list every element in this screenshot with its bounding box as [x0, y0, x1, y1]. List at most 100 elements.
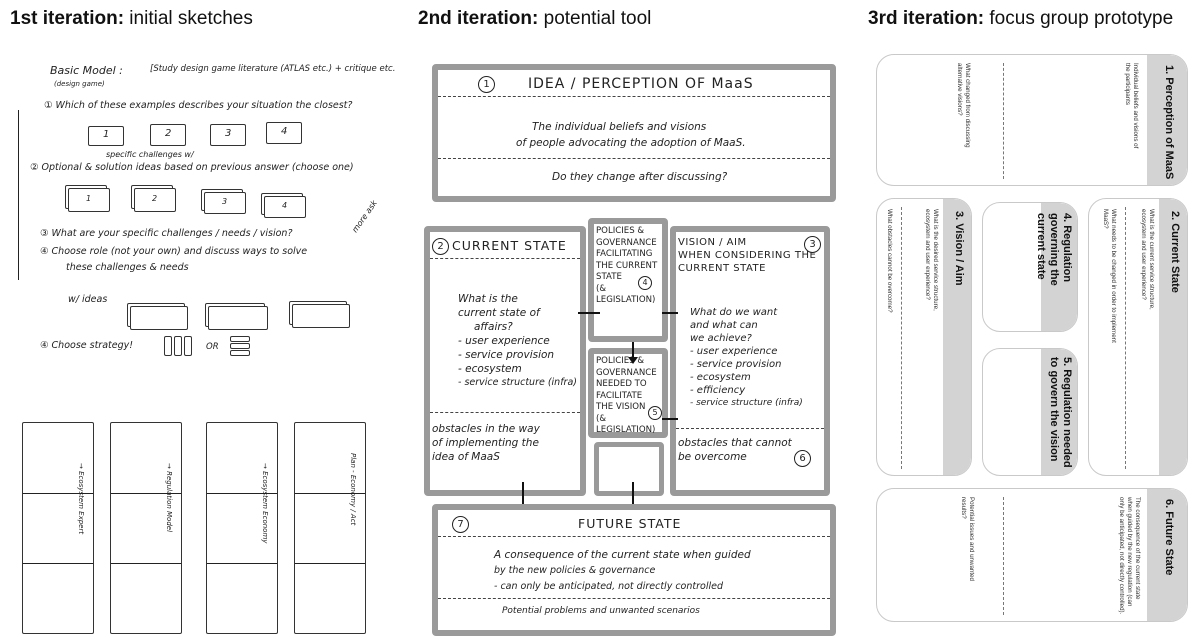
tool-policies-current-line: POLICIES & [596, 226, 645, 236]
tool-current-line: - service provision [458, 349, 555, 361]
header-iteration-2-bold: 2nd iteration: [418, 8, 539, 29]
tool-vision-line: - service structure (infra) [690, 398, 803, 408]
tool-future-state-divider-top [438, 536, 830, 537]
prototype-card-vision-divider [901, 207, 902, 469]
sketch-example-box-4: 4 [266, 122, 302, 144]
sketch-strategy-row [230, 336, 250, 342]
prototype-card-perception-q1: Individual beliefs and visions of the pa… [1124, 63, 1139, 149]
sketch-example-box-3: 3 [210, 124, 246, 146]
sketch-step-2a: specific challenges w/ [106, 150, 194, 159]
sketch-card-stack-3: 3 [204, 192, 246, 214]
sketch-idea-stack-1 [130, 306, 188, 330]
tool-current-obstacle-line: obstacles in the way [432, 423, 540, 435]
sketch-strip-divider [295, 493, 365, 495]
sketch-card-stack-label: 3 [222, 197, 228, 206]
sketch-strip-label: → Ecosystem Expert [77, 463, 85, 535]
prototype-panel: 1. Perception of MaaS Individual beliefs… [870, 50, 1192, 636]
prototype-card-current-state-divider [1125, 207, 1126, 469]
tool-current-state-number: 2 [432, 238, 449, 255]
prototype-card-current-state-q1: What is the current service structure, e… [1140, 209, 1155, 310]
sketch-card-stack-label: 2 [152, 194, 158, 203]
sketch-strip-divider [111, 563, 181, 565]
tool-vision-obstacle-line: be overcome [678, 451, 747, 463]
sketch-strip-label: Plan - Economy / Act [349, 453, 357, 526]
header-iteration-1-bold: 1st iteration: [10, 8, 125, 29]
sketch-card-stack-1: 1 [68, 188, 110, 212]
sketch-card-stack-label: 1 [86, 194, 92, 203]
sketch-strip-1: → Ecosystem Expert [22, 422, 94, 634]
tool-arrow-policies-down [628, 342, 638, 364]
tool-current-state-obstacle-divider [430, 412, 580, 413]
sketch-strategy-bar [164, 336, 172, 356]
tool-current-line: - ecosystem [458, 363, 522, 375]
prototype-card-current-state-tab [1159, 199, 1187, 475]
tool-future-state-title: FUTURE STATE [578, 516, 682, 531]
prototype-card-regulation-current-title: 4. Regulation governing the current stat… [1035, 213, 1073, 286]
prototype-card-perception-tab [1147, 55, 1187, 185]
tool-vision-obstacle-number: 6 [794, 450, 811, 467]
prototype-card-vision-tab [943, 199, 971, 475]
tool-idea-box: 1 IDEA / PERCEPTION OF MaaS The individu… [432, 64, 836, 202]
tool-vision-box: VISION / AIM WHEN CONSIDERING THE CURREN… [670, 226, 830, 496]
prototype-card-vision-title: 3. Vision / Aim [953, 211, 965, 286]
tool-future-state-box: 7 FUTURE STATE A consequence of the curr… [432, 504, 836, 636]
tool-current-state-title: CURRENT STATE [452, 238, 567, 253]
sketch-note: [Study design game literature (ATLAS etc… [150, 64, 396, 74]
tool-idea-title: IDEA / PERCEPTION OF MaaS [528, 76, 754, 92]
prototype-card-future-state-divider [1003, 497, 1004, 615]
header-iteration-3: 3rd iteration: focus group prototype [868, 8, 1173, 30]
tool-current-state-obstacles: obstacles in the way of implementing the… [432, 422, 582, 464]
tool-current-obstacle-line: of implementing the [432, 437, 539, 449]
tool-connector-current-policies [578, 312, 600, 314]
prototype-card-current-state-title: 2. Current State [1169, 211, 1181, 293]
tool-policies-current-line: (& LEGISLATION) [596, 283, 656, 306]
prototype-card-perception-divider [1003, 63, 1004, 179]
prototype-card-current-state: 2. Current State What is the current ser… [1088, 198, 1188, 476]
tool-vision-title: VISION / AIM WHEN CONSIDERING THE CURREN… [678, 236, 816, 275]
tool-future-state-divider-bottom [438, 598, 830, 599]
sketch-strategy-row [230, 350, 250, 356]
sketch-example-box-1: 1 [88, 126, 124, 146]
prototype-card-vision: 3. Vision / Aim What is the desired serv… [876, 198, 972, 476]
sketch-step-5: ④ Choose strategy! [40, 340, 134, 351]
sketch-strip-divider [207, 493, 277, 495]
tool-vision-line: we achieve? [690, 333, 752, 344]
header-iteration-2-text: potential tool [538, 8, 652, 29]
tool-current-line: - service structure (infra) [458, 377, 577, 388]
tool-policies-needed-line: FACILITATE [596, 390, 643, 401]
tool-current-line: current state of [458, 307, 540, 319]
header-iteration-2: 2nd iteration: potential tool [418, 8, 651, 30]
prototype-card-regulation-needed-title: 5. Regulation needed to govern the visio… [1048, 357, 1073, 468]
tool-vision-obstacles: obstacles that cannot be overcome [678, 436, 828, 464]
header-iteration-3-bold: 3rd iteration: [868, 8, 985, 29]
header-iteration-3-text: focus group prototype [984, 8, 1174, 29]
tool-vision-lines: What do we want and what can we achieve?… [690, 306, 830, 410]
tool-vision-line: - efficiency [690, 385, 746, 396]
tool-vision-line: - ecosystem [690, 372, 751, 383]
tool-idea-divider-top [438, 96, 830, 97]
sketch-side-note: more ask [350, 198, 379, 235]
prototype-card-future-state-title: 6. Future State [1163, 499, 1175, 576]
tool-idea-line-1: The individual beliefs and visions [532, 121, 707, 133]
header-iteration-1: 1st iteration: initial sketches [10, 8, 253, 30]
sketch-example-box-label: 3 [225, 128, 232, 139]
tool-policies-needed-line: (& LEGISLATION) [596, 413, 656, 436]
tool-current-line: affairs? [474, 321, 513, 333]
tool-policies-needed-line: POLICIES & [596, 356, 645, 366]
tool-future-state-number: 7 [452, 516, 469, 533]
prototype-card-regulation-needed: 5. Regulation needed to govern the visio… [982, 348, 1078, 476]
sketch-strip-divider [23, 563, 93, 565]
sketch-example-box-label: 4 [281, 126, 288, 137]
sketch-bracket-line [18, 110, 20, 280]
prototype-card-perception: 1. Perception of MaaS Individual beliefs… [876, 54, 1188, 186]
header-iteration-1-text: initial sketches [124, 8, 253, 29]
tool-idea-line-2: of people advocating the adoption of Maa… [516, 137, 746, 149]
tool-idea-number: 1 [478, 76, 495, 93]
sketch-strip-3: → Ecosystem Economy [206, 422, 278, 634]
sketch-strip-2: → Regulation Model [110, 422, 182, 634]
tool-future-line-4: Potential problems and unwanted scenario… [502, 606, 700, 616]
prototype-card-current-state-q2: What needs to be changed in order to imp… [1102, 209, 1117, 343]
sketch-strategy-row [230, 343, 250, 349]
sketch-strip-divider [23, 493, 93, 495]
sketch-strip-label: → Ecosystem Economy [261, 463, 269, 544]
